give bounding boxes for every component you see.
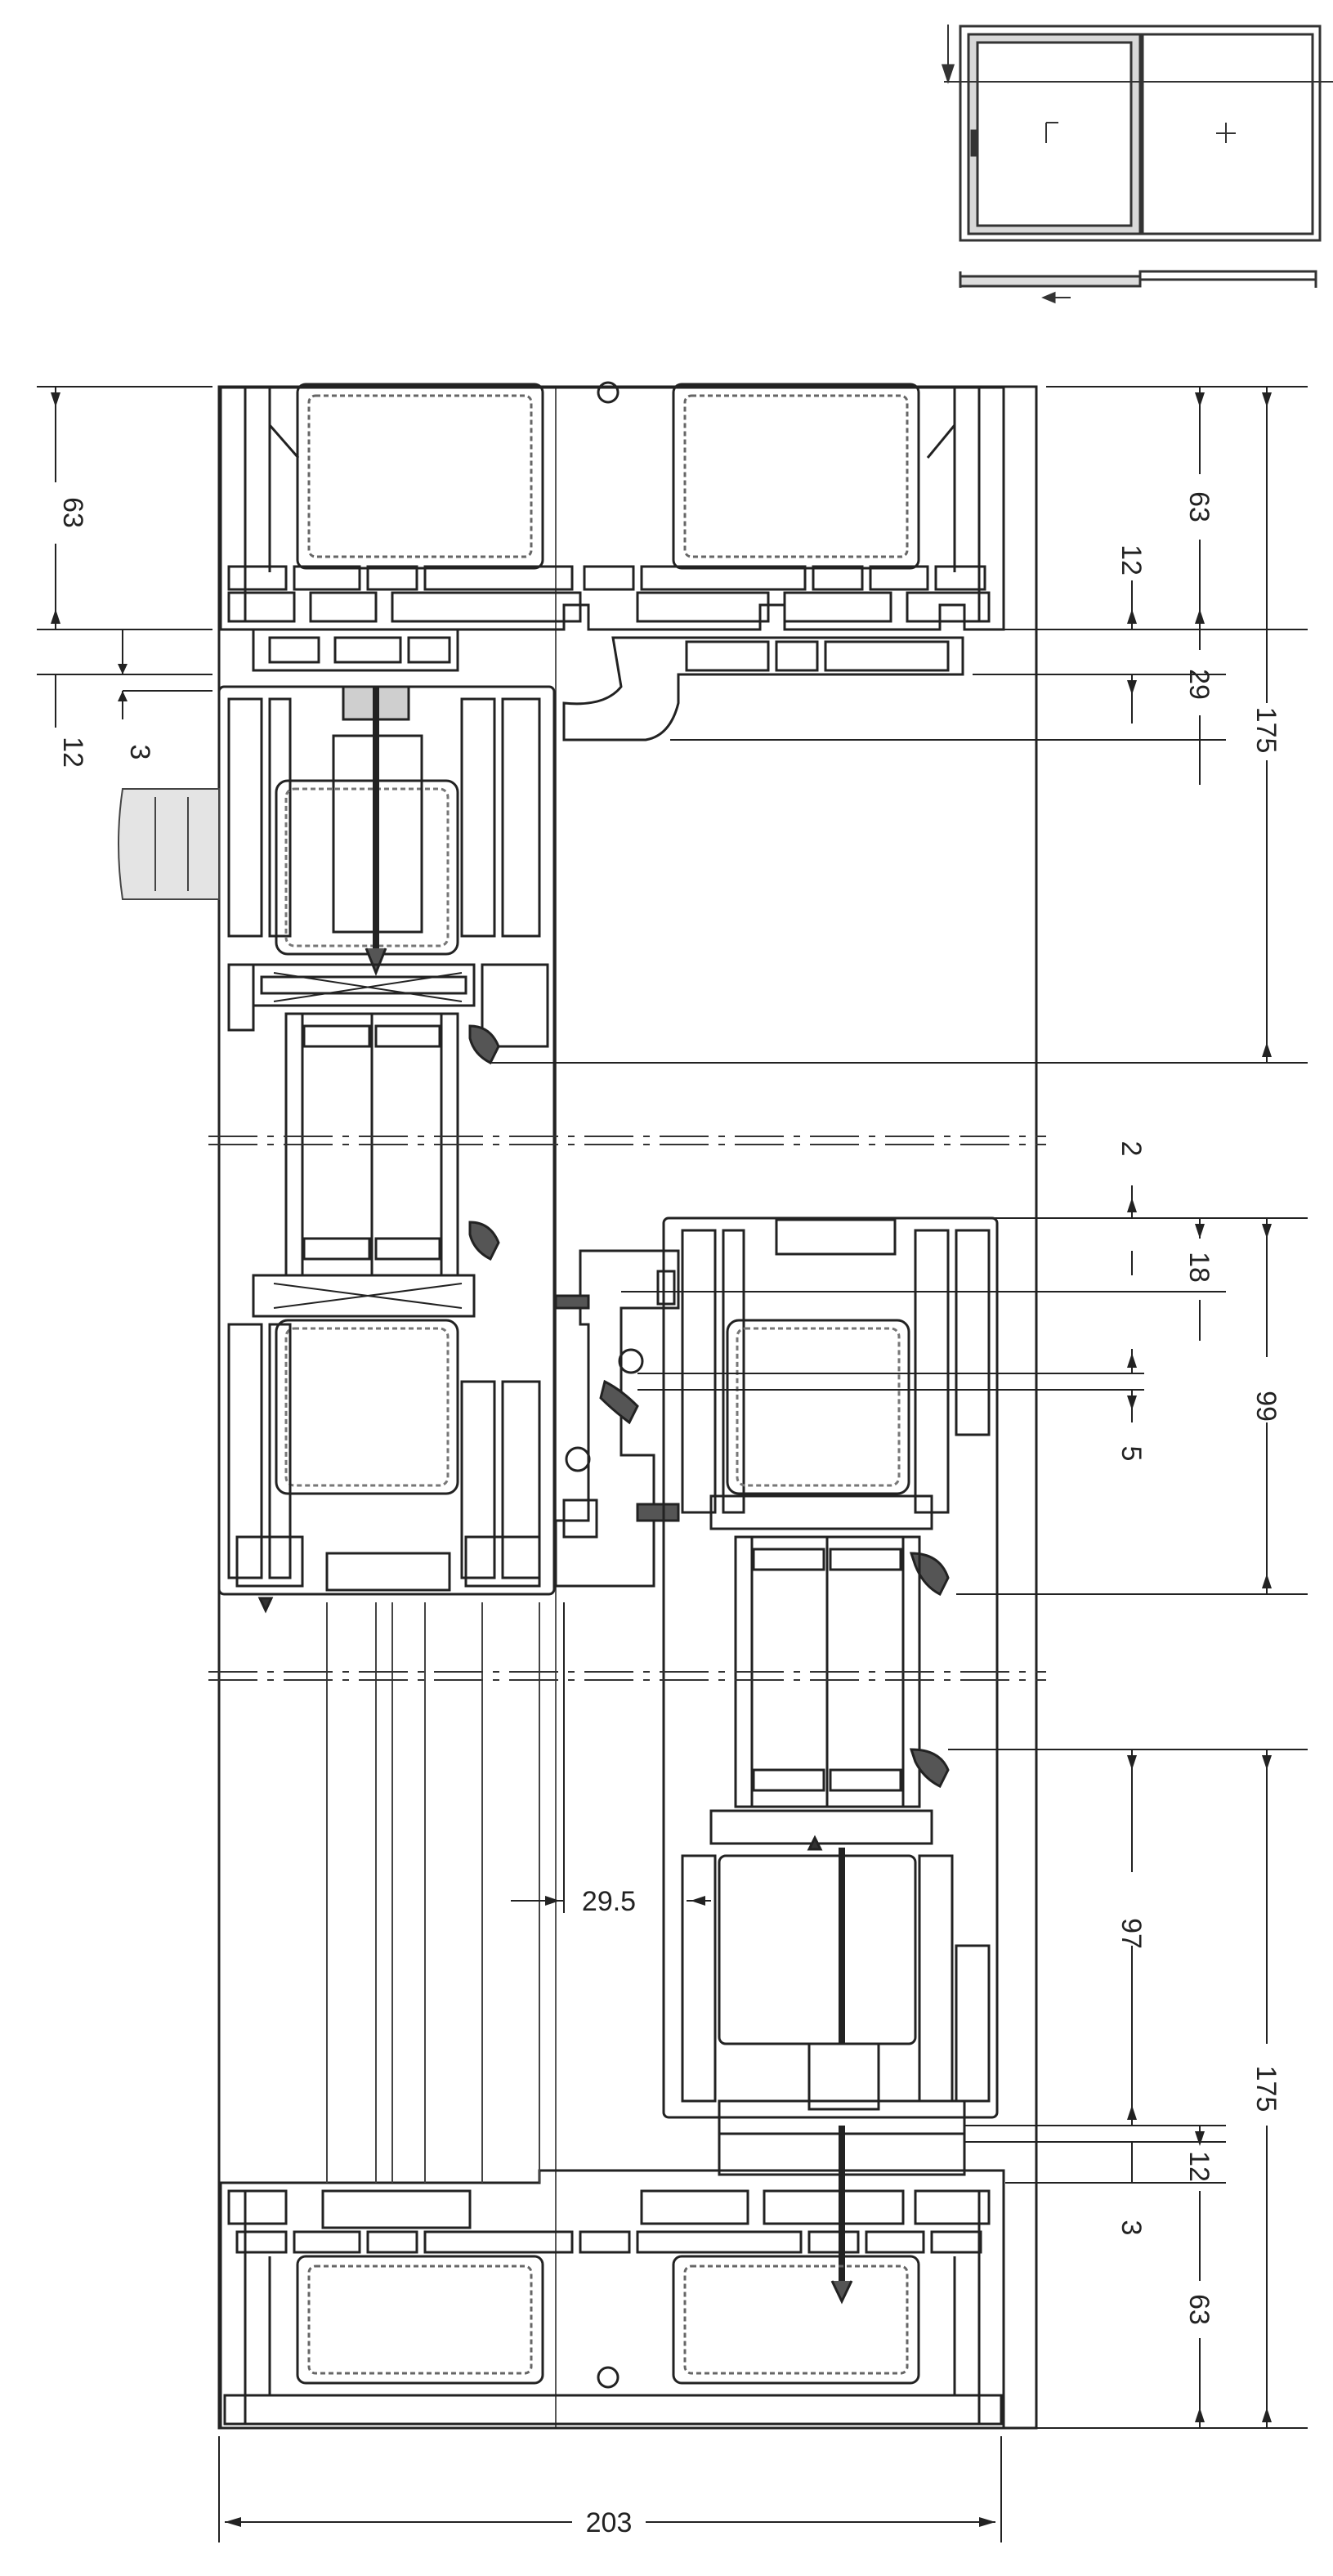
dim-right-12b: 12 xyxy=(1183,2151,1214,2182)
dim-center-29-5: 29.5 xyxy=(582,1886,636,1917)
dim-right-bottom-63: 63 xyxy=(1183,2294,1214,2325)
bottom-frame-profile xyxy=(219,2169,1005,2430)
interlock xyxy=(554,1249,680,1588)
break-lines xyxy=(208,1136,1046,1681)
dim-left-top-63: 63 xyxy=(57,497,88,528)
dim-right-97: 97 xyxy=(1116,1918,1147,1949)
dim-right-5: 5 xyxy=(1116,1446,1147,1462)
lower-glazing xyxy=(709,1535,950,1845)
dim-bottom-203: 203 xyxy=(586,2507,633,2538)
dim-right-12a: 12 xyxy=(1116,544,1147,576)
dim-right-top-63: 63 xyxy=(1183,491,1214,522)
elevation-thumbnail xyxy=(941,25,1333,304)
lower-sash-profile xyxy=(662,1216,999,2119)
dim-left-12: 12 xyxy=(57,737,88,768)
top-frame-profile xyxy=(219,381,1005,631)
dimension-labels: 63 12 3 63 12 29 175 2 18 99 5 29.5 97 1… xyxy=(57,491,1282,2538)
dim-right-99: 99 xyxy=(1250,1391,1282,1422)
arrowheads xyxy=(51,392,1272,2527)
upper-rail xyxy=(252,628,964,741)
dim-right-3: 3 xyxy=(1116,2220,1147,2236)
dimension-lines xyxy=(37,386,1308,2542)
handle-stub xyxy=(118,788,220,900)
dim-right-175-bottom: 175 xyxy=(1250,2066,1282,2112)
dim-left-3: 3 xyxy=(124,745,155,760)
sill-lines xyxy=(326,1602,540,2183)
lower-sash-bottom xyxy=(681,1835,991,2305)
upper-sash-profile xyxy=(217,685,556,1596)
upper-glazing xyxy=(284,1012,500,1277)
dim-right-175-top: 175 xyxy=(1250,707,1282,754)
dim-right-18: 18 xyxy=(1183,1252,1214,1283)
dim-right-2: 2 xyxy=(1116,1141,1147,1157)
dim-right-29: 29 xyxy=(1183,669,1214,700)
upper-sash-bottom xyxy=(227,1274,541,1614)
